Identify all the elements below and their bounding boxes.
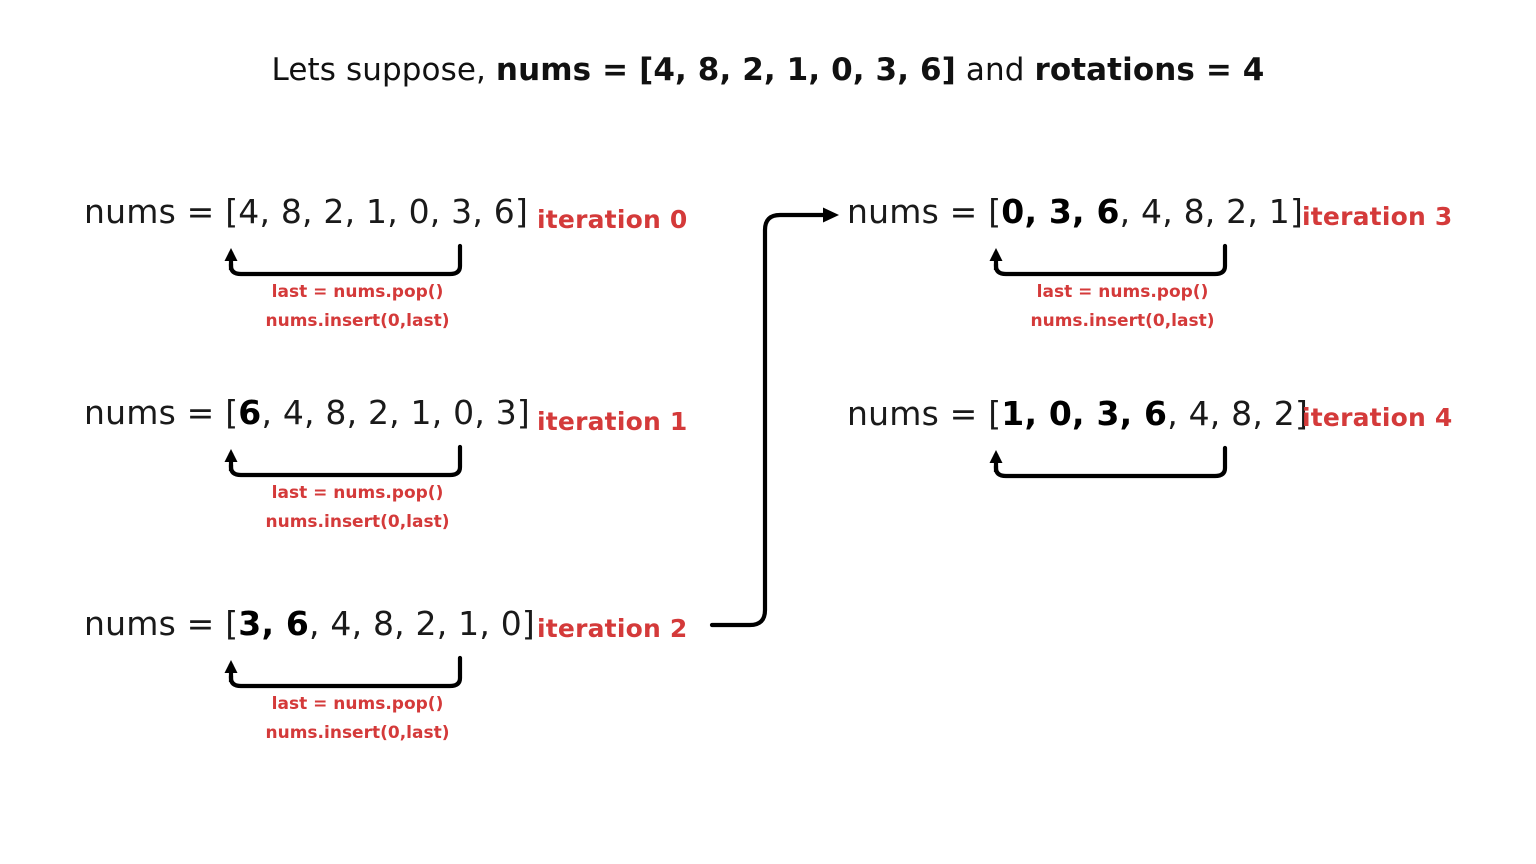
iteration-1-code-line-2: nums.insert(0,last) xyxy=(265,512,450,532)
rotate-loop-arrow-icon-0 xyxy=(224,243,463,277)
iteration-3-prefix: nums = [ xyxy=(847,192,1002,231)
page-title: Lets suppose, nums = [4, 8, 2, 1, 0, 3, … xyxy=(0,52,1536,88)
rotate-loop-arrow-icon-4 xyxy=(989,445,1228,479)
iteration-2-code-annotation: last = nums.pop() nums.insert(0,last) xyxy=(205,690,510,748)
iteration-0-prefix: nums = [ xyxy=(84,192,239,231)
iteration-1-bold-part: 6 xyxy=(238,393,262,432)
rotate-loop-arrow-icon-2 xyxy=(224,655,463,689)
iteration-4-expression: nums = [1, 0, 3, 6, 4, 8, 2] xyxy=(847,394,1308,433)
iteration-0-code-line-1: last = nums.pop() xyxy=(271,282,444,302)
iteration-4-suffix: ] xyxy=(1294,394,1309,433)
iteration-0-code-annotation: last = nums.pop() nums.insert(0,last) xyxy=(205,278,510,336)
iteration-2-plain-part: , 4, 8, 2, 1, 0 xyxy=(309,604,522,643)
iteration-0-expression: nums = [4, 8, 2, 1, 0, 3, 6] xyxy=(84,192,528,231)
iteration-2-suffix: ] xyxy=(521,604,535,643)
iteration-4-prefix: nums = [ xyxy=(847,394,1002,433)
title-nums-assignment: nums = [4, 8, 2, 1, 0, 3, 6] xyxy=(495,52,956,88)
rotate-loop-arrow-icon-1 xyxy=(224,444,463,478)
iteration-1-plain-part: , 4, 8, 2, 1, 0, 3 xyxy=(261,393,517,432)
iteration-2-expression: nums = [3, 6, 4, 8, 2, 1, 0] xyxy=(84,604,535,643)
iteration-3-bold-part: 0, 3, 6 xyxy=(1001,192,1120,231)
iteration-2-code-line-1: last = nums.pop() xyxy=(271,694,444,714)
iteration-0-code-line-2: nums.insert(0,last) xyxy=(265,311,450,331)
iteration-3-label: iteration 3 xyxy=(1302,202,1453,231)
iteration-1-label: iteration 1 xyxy=(537,407,688,436)
rotate-loop-arrow-icon-3 xyxy=(989,243,1228,277)
iteration-3-code-line-1: last = nums.pop() xyxy=(1036,282,1209,302)
iteration-3-code-line-2: nums.insert(0,last) xyxy=(1030,311,1215,331)
iteration-3-suffix: ] xyxy=(1289,192,1304,231)
iteration-2-bold-part: 3, 6 xyxy=(238,604,310,643)
title-rotations-assignment: rotations = 4 xyxy=(1034,52,1265,88)
iteration-0-label: iteration 0 xyxy=(537,205,688,234)
iteration-3-expression: nums = [0, 3, 6, 4, 8, 2, 1] xyxy=(847,192,1303,231)
iteration-2-prefix: nums = [ xyxy=(84,604,239,643)
iteration-4-label: iteration 4 xyxy=(1302,403,1453,432)
iteration-1-prefix: nums = [ xyxy=(84,393,239,432)
iteration-3-code-annotation: last = nums.pop() nums.insert(0,last) xyxy=(970,278,1275,336)
iteration-4-bold-part: 1, 0, 3, 6 xyxy=(1001,394,1168,433)
iteration-1-code-annotation: last = nums.pop() nums.insert(0,last) xyxy=(205,479,510,537)
iteration-1-code-line-1: last = nums.pop() xyxy=(271,483,444,503)
iteration-0-suffix: ] xyxy=(514,192,529,231)
iteration-0-plain-part: 4, 8, 2, 1, 0, 3, 6 xyxy=(238,192,515,231)
iteration-2-code-line-2: nums.insert(0,last) xyxy=(265,723,450,743)
iteration-4-plain-part: , 4, 8, 2 xyxy=(1167,394,1295,433)
iteration-1-suffix: ] xyxy=(516,393,530,432)
iteration-1-expression: nums = [6, 4, 8, 2, 1, 0, 3] xyxy=(84,393,530,432)
iteration-3-plain-part: , 4, 8, 2, 1 xyxy=(1119,192,1290,231)
title-prefix: Lets suppose, xyxy=(271,52,496,88)
flow-connector-arrow-icon xyxy=(709,207,839,628)
title-conjunction: and xyxy=(955,52,1035,88)
iteration-2-label: iteration 2 xyxy=(537,614,688,643)
